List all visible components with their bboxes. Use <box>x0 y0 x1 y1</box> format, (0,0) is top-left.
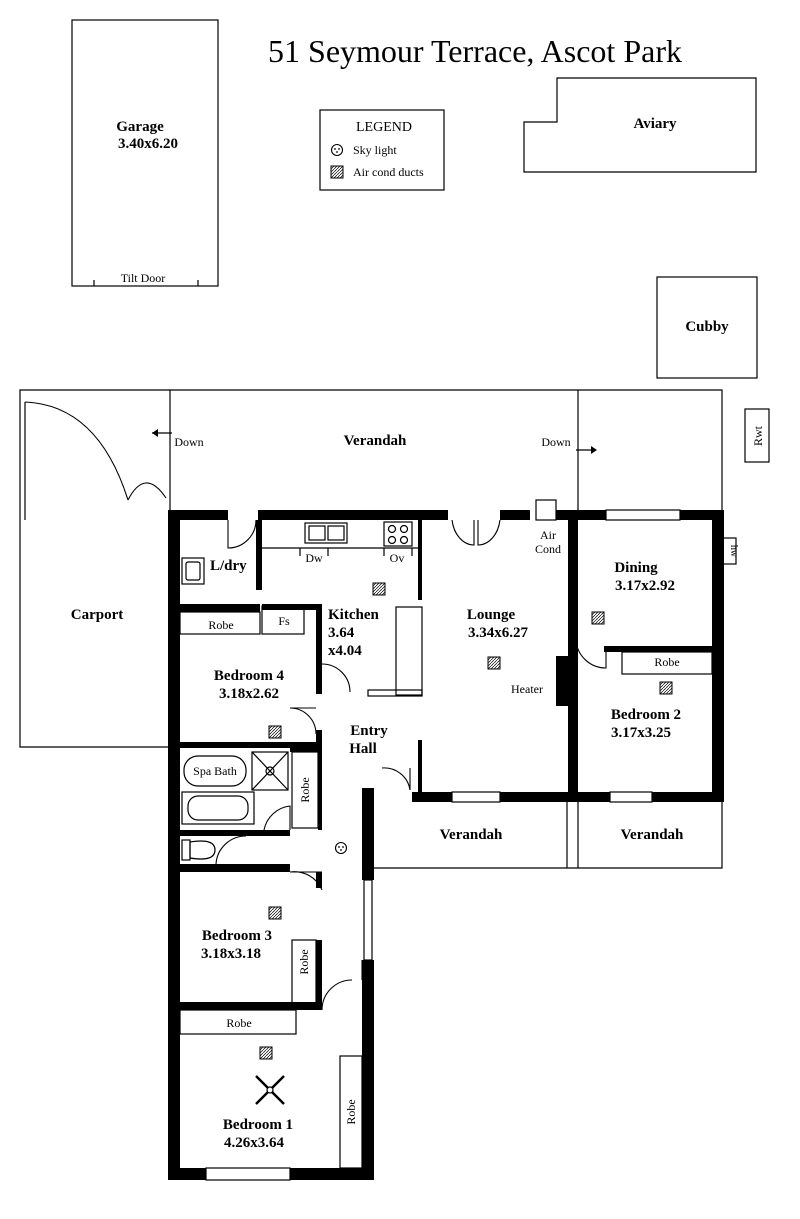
bedroom2-size: 3.17x3.25 <box>611 725 671 741</box>
air-duct-icon <box>259 1046 273 1060</box>
bedroom4-label: Bedroom 4 <box>214 668 285 684</box>
interior-walls <box>179 520 714 1169</box>
verandah-front-right-label: Verandah <box>621 827 684 843</box>
air-duct-icon <box>268 906 282 920</box>
hot-water-unit: hw <box>721 537 739 565</box>
laundry-tub-icon <box>181 557 205 585</box>
dining-size: 3.17x2.92 <box>615 578 675 594</box>
down-right-label: Down <box>541 435 570 449</box>
air-duct-icon <box>372 582 386 596</box>
air-duct-icon <box>330 165 344 179</box>
aviary-label: Aviary <box>633 116 677 132</box>
robe-bed2-label: Robe <box>654 655 679 669</box>
air-duct-icon <box>659 681 673 695</box>
spa-bath-label: Spa Bath <box>193 764 237 778</box>
robe-bed1-top-label: Robe <box>226 1016 251 1030</box>
rwt-label: Rwt <box>751 425 765 446</box>
robe-bed4-label: Robe <box>208 618 233 632</box>
robe-bath-label: Robe <box>298 777 312 802</box>
garage-size: 3.40x6.20 <box>118 136 178 152</box>
tilt-door-label: Tilt Door <box>121 271 166 285</box>
legend: LEGEND Sky light Air cond ducts <box>319 109 445 191</box>
heater-label: Heater <box>511 682 543 696</box>
air-cond-label-line1: Air <box>540 528 556 542</box>
cooktop-icon <box>383 521 413 547</box>
legend-heading: LEGEND <box>356 120 412 135</box>
down-left-label: Down <box>174 435 203 449</box>
skylight-icon <box>330 143 344 157</box>
air-cond-unit-icon <box>535 499 557 521</box>
aviary: Aviary <box>523 77 757 173</box>
lounge-label: Lounge <box>467 607 516 623</box>
rear-verandah: Verandah Down Down <box>152 389 723 512</box>
bedroom4-size: 3.18x2.62 <box>219 686 279 702</box>
air-duct-icon <box>591 611 605 625</box>
air-duct-icon <box>487 656 501 670</box>
cubby-label: Cubby <box>685 319 729 335</box>
door-swings <box>215 519 607 1011</box>
rwt-tank: Rwt <box>744 408 770 463</box>
laundry-label: L/dry <box>210 558 247 574</box>
entry-hall-line1: Entry <box>350 723 388 739</box>
air-duct-icon <box>268 725 282 739</box>
kitchen-size-line2: x4.04 <box>328 643 362 659</box>
carport-label: Carport <box>71 607 124 623</box>
kitchen-label: Kitchen <box>328 607 379 623</box>
kitchen-sink-icon <box>304 522 348 544</box>
robe-bed3-label: Robe <box>297 949 311 974</box>
skylight-icon <box>334 841 348 855</box>
exterior-walls <box>168 509 724 1181</box>
page-title: 51 Seymour Terrace, Ascot Park <box>268 33 682 69</box>
front-verandah: Verandah Verandah <box>371 800 723 869</box>
fs-label: Fs <box>278 614 290 628</box>
carport: Carport <box>19 389 170 748</box>
bedroom3-label: Bedroom 3 <box>202 928 272 944</box>
hw-label: hw <box>728 545 739 558</box>
bedroom1-size: 4.26x3.64 <box>224 1135 285 1151</box>
dining-label: Dining <box>614 560 658 576</box>
robe-bed1-side-label: Robe <box>344 1099 358 1124</box>
toilet-icon <box>181 839 216 861</box>
shower-icon <box>251 751 289 791</box>
ov-label: Ov <box>390 551 405 565</box>
ceiling-fan-icon <box>255 1075 285 1105</box>
lounge-size: 3.34x6.27 <box>468 625 529 641</box>
verandah-rear-label: Verandah <box>344 433 407 449</box>
entry-hall-line2: Hall <box>349 741 377 757</box>
bedroom2-label: Bedroom 2 <box>611 707 681 723</box>
cubby: Cubby <box>656 276 758 379</box>
garage-label: Garage <box>116 119 164 135</box>
dw-label: Dw <box>305 551 323 565</box>
spa-bath-icon <box>183 755 247 787</box>
bath-icon <box>181 791 255 825</box>
bedroom3-size: 3.18x3.18 <box>201 946 261 962</box>
kitchen-size-line1: 3.64 <box>328 625 355 641</box>
air-cond-label-line2: Cond <box>535 542 561 556</box>
garage: Garage 3.40x6.20 Tilt Door <box>71 19 219 287</box>
legend-skylight-label: Sky light <box>353 143 397 157</box>
verandah-front-left-label: Verandah <box>440 827 503 843</box>
bedroom1-label: Bedroom 1 <box>223 1117 293 1133</box>
legend-airduct-label: Air cond ducts <box>353 165 424 179</box>
